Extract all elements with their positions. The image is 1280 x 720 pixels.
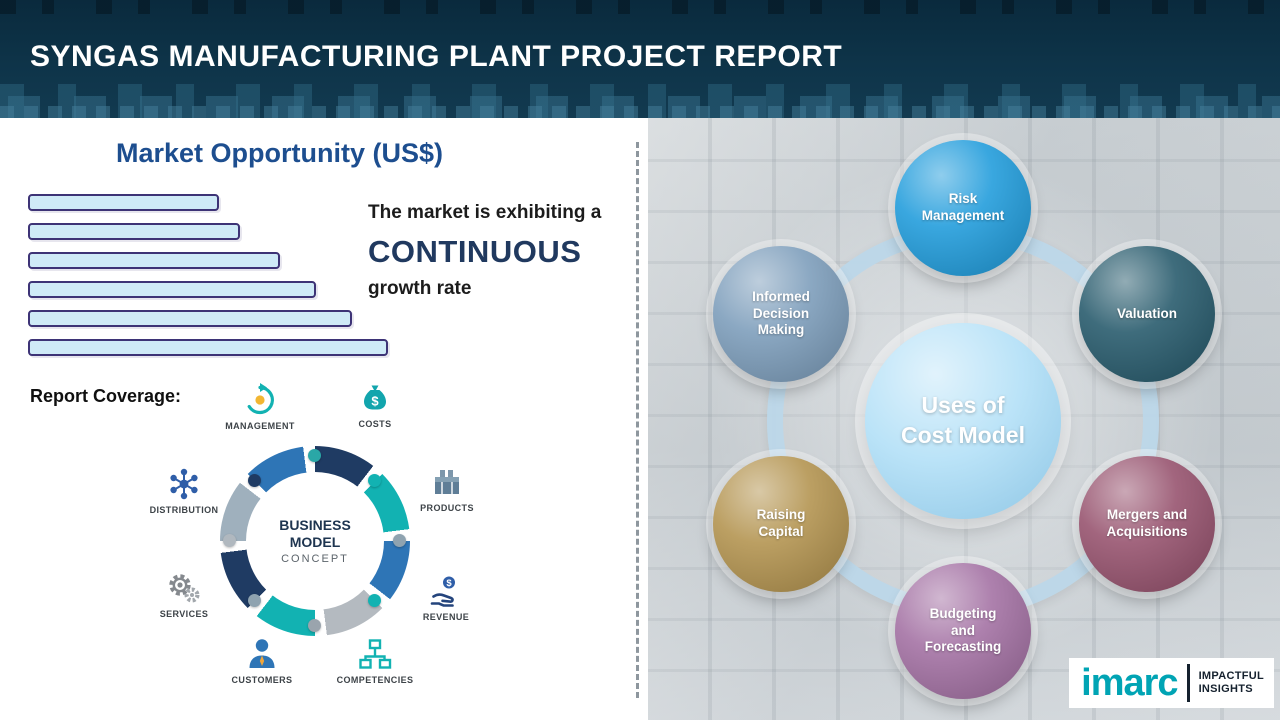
- skyline-decoration-front: [0, 106, 1280, 118]
- market-bar: [28, 339, 388, 356]
- ring-bead: [368, 474, 381, 487]
- skyline-decoration-back: [0, 84, 1280, 118]
- business-model-center: BUSINESS MODEL CONCEPT: [246, 472, 384, 610]
- box-icon: [435, 470, 459, 494]
- report-title: SYNGAS MANUFACTURING PLANT PROJECT REPOR…: [30, 40, 843, 73]
- bm-item-label: REVENUE: [422, 612, 470, 622]
- ring-bead: [308, 619, 321, 632]
- market-bar: [28, 252, 280, 269]
- market-opportunity-section: Market Opportunity (US$) The market is e…: [0, 118, 648, 720]
- dashed-divider: [636, 142, 639, 698]
- imarc-wordmark: imarc: [1081, 661, 1178, 704]
- hand-coin-icon: $: [430, 576, 455, 607]
- logo-divider-bar: [1186, 664, 1190, 702]
- market-bar: [28, 194, 219, 211]
- growth-continuous: CONTINUOUS: [368, 234, 582, 269]
- bm-item-distribution: DISTRIBUTION: [134, 466, 234, 515]
- growth-text-block: The market is exhibiting a CONTINUOUS gr…: [368, 202, 630, 300]
- node-label: Budgeting and Forecasting: [924, 605, 1002, 655]
- uses-of-cost-model-section: Risk Management Valuation Mergers and Ac…: [648, 118, 1280, 720]
- market-bar: [28, 281, 316, 298]
- money-bag-icon: $: [364, 385, 386, 410]
- node-label: Mergers and Acquisitions: [1106, 507, 1188, 539]
- ring-bead: [248, 474, 261, 487]
- ring-bead: [248, 594, 261, 607]
- bm-item-products: PRODUCTS: [397, 464, 497, 513]
- bm-item-label: COSTS: [358, 419, 392, 429]
- svg-text:$: $: [446, 578, 452, 589]
- node-raising-capital: Raising Capital: [713, 456, 849, 592]
- node-mergers-acquisitions: Mergers and Acquisitions: [1079, 456, 1215, 592]
- bm-item-revenue: $ REVENUE: [396, 573, 496, 622]
- bm-item-label: CUSTOMERS: [231, 675, 293, 685]
- market-bar: [28, 223, 240, 240]
- section-title: Market Opportunity (US$): [116, 138, 444, 168]
- node-budgeting-forecasting: Budgeting and Forecasting: [895, 563, 1031, 699]
- bm-item-costs: $ COSTS: [325, 380, 425, 429]
- bm-item-competencies: COMPETENCIES: [325, 636, 425, 685]
- growth-line1: The market is exhibiting a: [368, 202, 602, 223]
- bm-item-label: SERVICES: [159, 609, 209, 619]
- uses-of-cost-model-center: Uses of Cost Model: [865, 323, 1061, 519]
- bm-item-services: SERVICES: [134, 570, 234, 619]
- imarc-logo: imarc IMPACTFUL INSIGHTS: [1069, 658, 1274, 708]
- center-label: Uses of Cost Model: [901, 392, 1025, 448]
- skyline-top-decoration: [0, 0, 1280, 14]
- bm-item-label: COMPETENCIES: [336, 675, 414, 685]
- node-risk-management: Risk Management: [895, 140, 1031, 276]
- bm-item-management: MANAGEMENT: [210, 382, 310, 431]
- svg-text:$: $: [371, 394, 379, 409]
- bm-item-label: PRODUCTS: [420, 503, 474, 513]
- person-icon: [249, 639, 275, 668]
- node-label: Raising Capital: [756, 507, 806, 539]
- ring-bead: [308, 449, 321, 462]
- logo-tagline: IMPACTFUL INSIGHTS: [1198, 669, 1264, 695]
- node-label: Risk Management: [921, 191, 1005, 223]
- ring-bead: [368, 594, 381, 607]
- recycle-bulb-icon: [247, 383, 274, 415]
- bm-item-label: DISTRIBUTION: [149, 505, 219, 515]
- node-label: Informed Decision Making: [752, 288, 810, 338]
- gears-icon: [169, 574, 200, 603]
- network-icon: [170, 468, 198, 500]
- growth-line3: growth rate: [368, 278, 472, 299]
- skyline-decoration-mid: [0, 96, 1280, 118]
- node-label: Valuation: [1116, 305, 1177, 321]
- report-coverage-label: Report Coverage:: [30, 386, 182, 406]
- ring-bead: [393, 534, 406, 547]
- ring-bead: [223, 534, 236, 547]
- market-bar: [28, 310, 352, 327]
- business-model-subtitle: CONCEPT: [281, 553, 349, 566]
- business-model-title: BUSINESS MODEL: [279, 516, 351, 550]
- org-chart-icon: [359, 639, 392, 669]
- node-informed-decision-making: Informed Decision Making: [713, 246, 849, 382]
- report-header: SYNGAS MANUFACTURING PLANT PROJECT REPOR…: [0, 0, 1280, 118]
- node-valuation: Valuation: [1079, 246, 1215, 382]
- bm-item-customers: CUSTOMERS: [212, 636, 312, 685]
- bm-item-label: MANAGEMENT: [225, 421, 295, 431]
